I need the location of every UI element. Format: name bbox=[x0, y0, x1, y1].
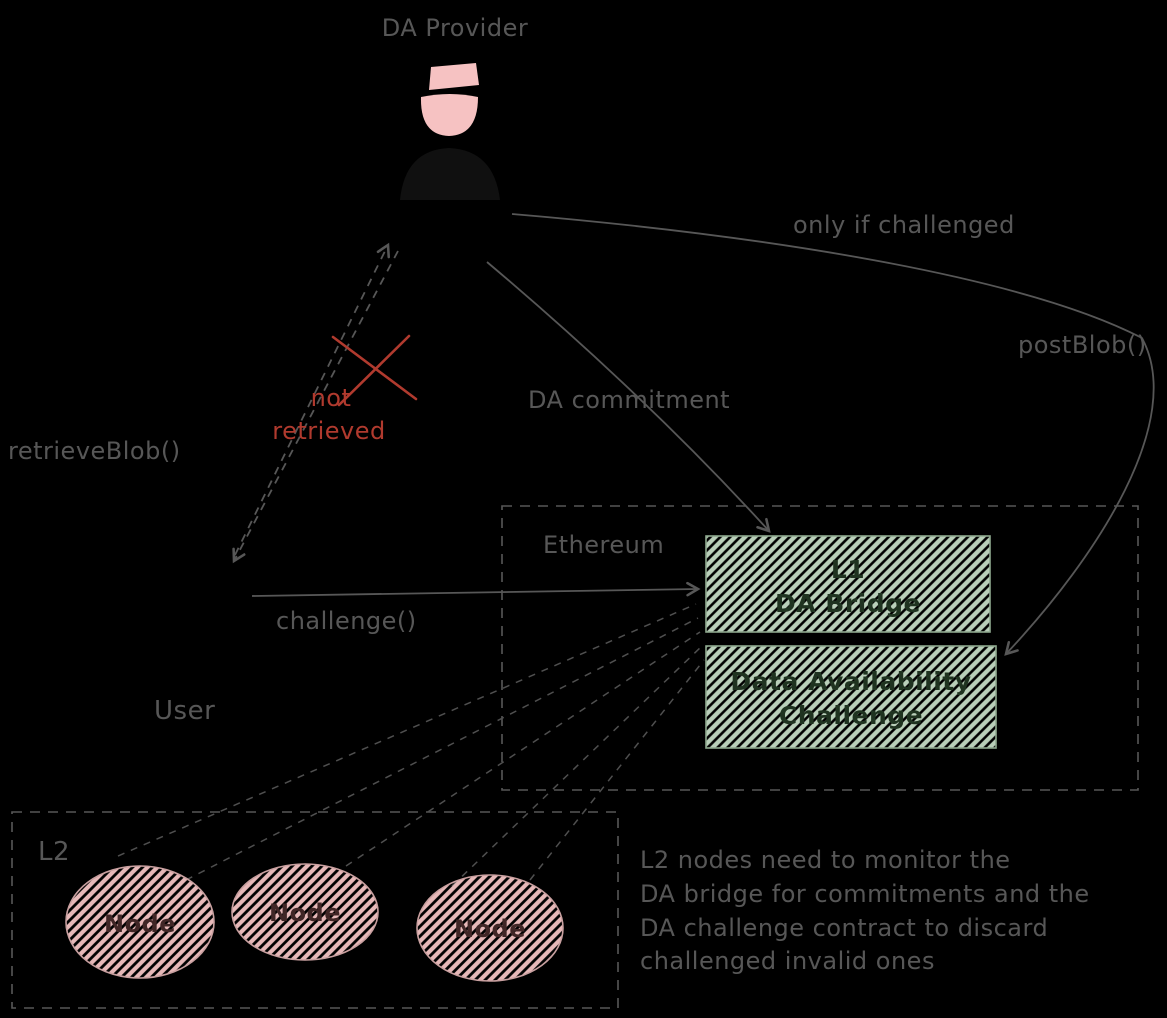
note-line-3: DA challenge contract to discard bbox=[640, 914, 1048, 942]
note-line-1: L2 nodes need to monitor the bbox=[640, 846, 1011, 874]
retrieve-blob-label: retrieveBlob() bbox=[8, 437, 181, 465]
ethereum-frame bbox=[501, 505, 1139, 791]
retrieve-blob-arrow-up bbox=[234, 242, 391, 556]
l2-label: L2 bbox=[38, 837, 70, 867]
l2-monitor-note: L2 nodes need to monitor the DA bridge f… bbox=[640, 846, 1090, 975]
not-retrieved-label-line2: retrieved bbox=[272, 417, 386, 445]
head-shape bbox=[420, 94, 478, 136]
only-if-challenged-label: only if challenged bbox=[793, 211, 1015, 239]
l1-da-bridge-line1: L1 bbox=[831, 555, 865, 584]
not-retrieved-label-line1: not bbox=[311, 384, 352, 412]
l2-frame bbox=[11, 811, 619, 1009]
node-label: Node bbox=[104, 910, 176, 938]
not-retrieved-x-icon bbox=[331, 334, 418, 407]
monitor-line-5 bbox=[529, 659, 705, 881]
ethereum-label: Ethereum bbox=[543, 531, 664, 559]
da-provider-label: DA Provider bbox=[382, 14, 528, 42]
post-blob-arrow bbox=[511, 213, 1155, 656]
da-challenge-line1: Data Availability bbox=[730, 667, 971, 696]
l2-node-2: Node bbox=[231, 863, 379, 961]
monitor-line-4 bbox=[451, 645, 703, 887]
node-ellipse bbox=[231, 863, 379, 961]
da-commitment-label: DA commitment bbox=[528, 386, 730, 414]
node-ellipse bbox=[65, 865, 215, 979]
challenge-label: challenge() bbox=[276, 607, 417, 635]
challenge-arrow bbox=[251, 581, 701, 597]
l2-node-1: Node bbox=[65, 865, 215, 979]
retrieve-blob-arrow-down bbox=[232, 250, 399, 564]
x-stroke-1 bbox=[331, 335, 418, 401]
x-stroke-2 bbox=[337, 334, 411, 407]
node-ellipse bbox=[416, 874, 564, 982]
l1-da-bridge-line2: DA Bridge bbox=[775, 589, 921, 618]
monitor-line-2 bbox=[185, 617, 699, 881]
l2-node-3: Node bbox=[416, 874, 564, 982]
da-provider-icon bbox=[400, 63, 500, 200]
note-line-4: challenged invalid ones bbox=[640, 947, 935, 975]
user-label: User bbox=[154, 696, 215, 726]
note-line-2: DA bridge for commitments and the bbox=[640, 880, 1090, 908]
post-blob-label: postBlob() bbox=[1018, 331, 1147, 359]
node-label: Node bbox=[454, 915, 526, 943]
shoulders-shape bbox=[400, 148, 500, 200]
monitor-line-3 bbox=[345, 631, 701, 867]
node-label: Node bbox=[269, 899, 341, 927]
l1-da-bridge-box bbox=[705, 535, 991, 633]
da-challenge-line2: Challenge bbox=[779, 701, 923, 730]
da-commitment-arrow bbox=[486, 261, 771, 533]
da-challenge-box bbox=[705, 645, 997, 749]
hat-top-shape bbox=[429, 63, 479, 90]
